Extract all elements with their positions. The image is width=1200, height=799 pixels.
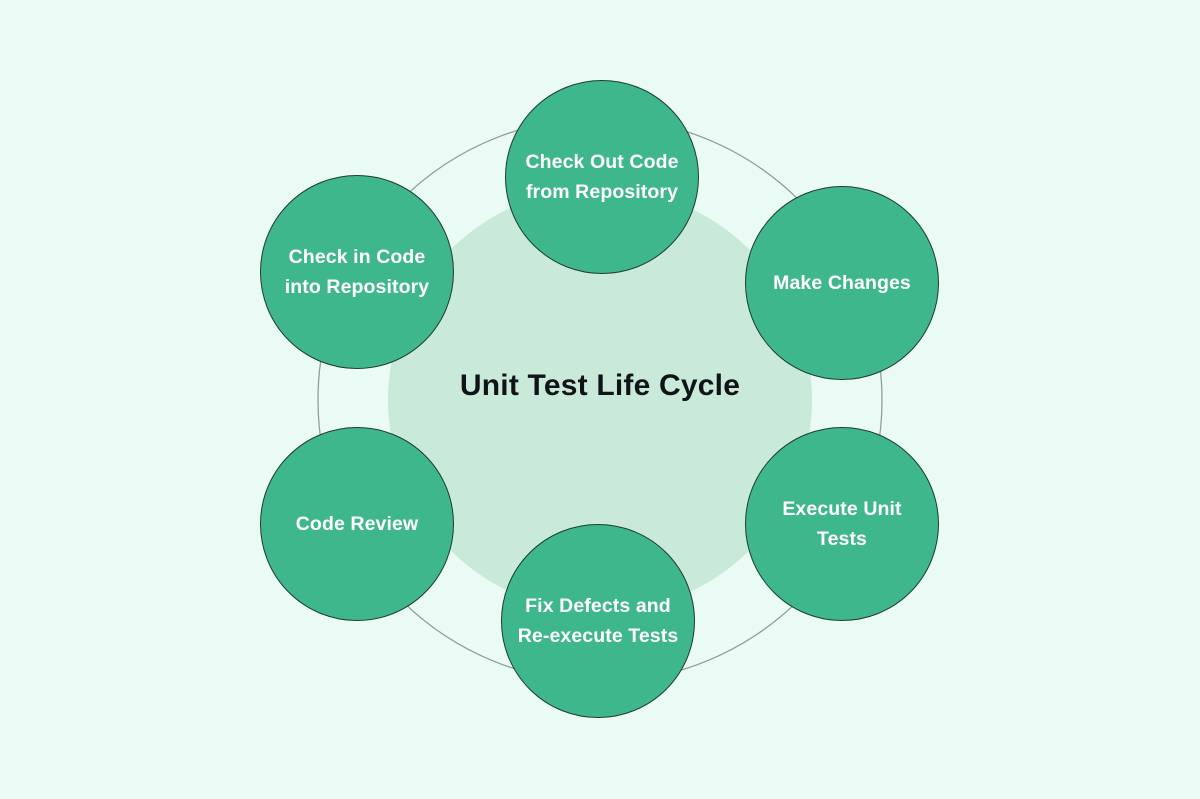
cycle-node-fix-defects[interactable]: Fix Defects and Re-execute Tests bbox=[501, 524, 695, 718]
cycle-node-label: Execute Unit Tests bbox=[782, 497, 902, 550]
cycle-node-code-review[interactable]: Code Review bbox=[260, 427, 454, 621]
cycle-node-check-out-code[interactable]: Check Out Code from Repository bbox=[505, 80, 699, 274]
cycle-node-make-changes[interactable]: Make Changes bbox=[745, 186, 939, 380]
cycle-node-label: Code Review bbox=[295, 512, 419, 535]
cycle-node-label: Check in Code into Repository bbox=[284, 245, 430, 298]
cycle-node-label: Check Out Code from Repository bbox=[525, 150, 679, 203]
page-title: Unit Test Life Cycle bbox=[459, 369, 741, 402]
cycle-node-label: Make Changes bbox=[773, 271, 911, 294]
cycle-node-label: Fix Defects and Re-execute Tests bbox=[517, 594, 679, 647]
cycle-node-execute-unit-tests[interactable]: Execute Unit Tests bbox=[745, 427, 939, 621]
cycle-node-check-in-code[interactable]: Check in Code into Repository bbox=[260, 175, 454, 369]
